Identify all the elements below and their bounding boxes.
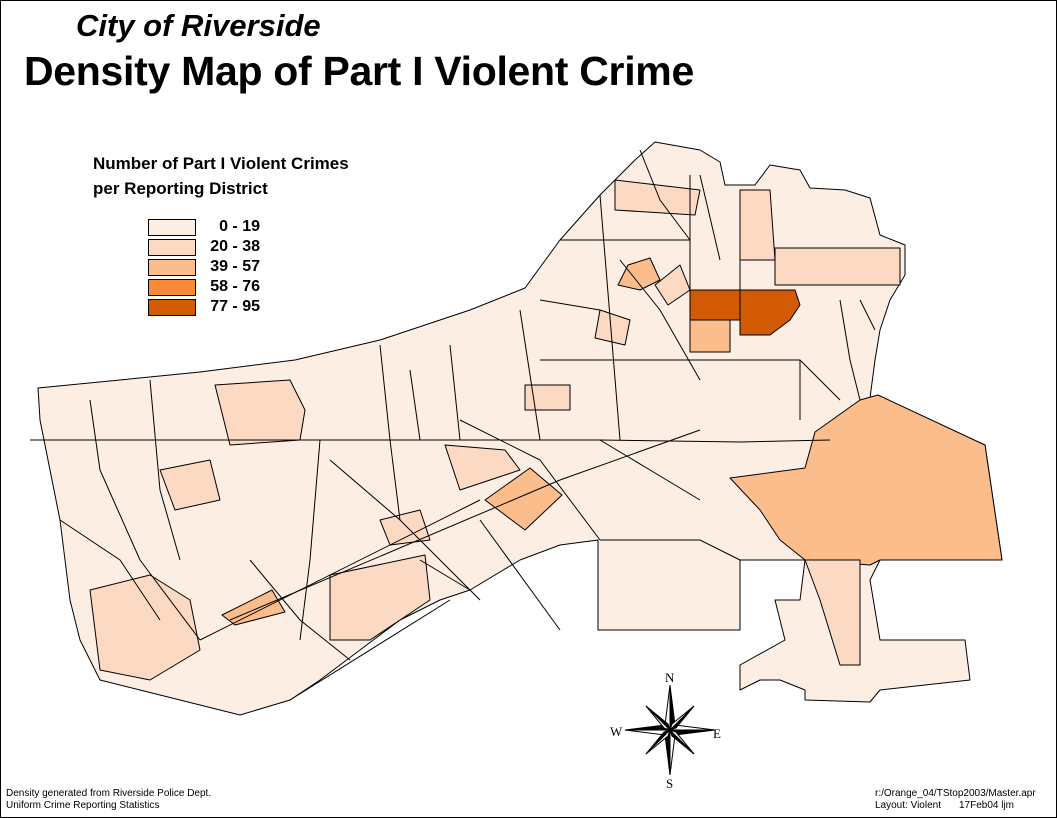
footer-file-info: r:/Orange_04/TStop2003/Master.apr Layout… <box>875 788 1036 812</box>
legend-row: 20 - 38 <box>148 237 260 257</box>
district-class-2f <box>89 574 201 681</box>
legend: 0 - 19 20 - 38 39 - 57 58 - 76 77 - 95 <box>148 217 260 317</box>
legend-label: 39 - 57 <box>210 258 260 275</box>
legend-label: 77 - 95 <box>210 298 260 315</box>
district-class-3a <box>689 319 731 353</box>
legend-title-line1: Number of Part I Violent Crimes <box>93 154 349 173</box>
district-class-2k <box>524 384 571 411</box>
district-class-2c <box>774 247 901 286</box>
district-class-2a <box>804 559 861 666</box>
compass-east-label: E <box>713 726 721 741</box>
district-class-2g <box>329 554 431 641</box>
compass-west-label: W <box>610 724 623 739</box>
district-class-2i <box>594 309 631 346</box>
legend-row: 39 - 57 <box>148 257 260 277</box>
footer-source-line2: Uniform Crime Reporting Statistics <box>6 800 160 811</box>
footer-layout-line: Layout: Violent 17Feb04 ljm <box>875 800 1036 812</box>
compass-north-label: N <box>665 670 675 685</box>
legend-title: Number of Part I Violent Crimes per Repo… <box>93 151 349 201</box>
footer-file-path: r:/Orange_04/TStop2003/Master.apr <box>875 788 1036 799</box>
footer-source-line1: Density generated from Riverside Police … <box>6 788 212 799</box>
footer-layout: Layout: Violent <box>875 800 941 811</box>
district-class-3b <box>729 394 1003 566</box>
legend-title-line2: per Reporting District <box>93 179 268 198</box>
legend-swatch <box>148 258 196 276</box>
compass-south-label: S <box>666 776 673 791</box>
district-class-3e <box>617 257 661 291</box>
city-outline <box>37 141 1003 716</box>
map-subtitle: City of Riverside <box>76 8 321 43</box>
compass-rose-icon: N W E S <box>610 670 721 791</box>
district-class-3c <box>484 467 563 531</box>
legend-swatch <box>148 298 196 316</box>
district-class-2l <box>379 509 431 546</box>
district-class-2m <box>159 459 221 511</box>
footer-source: Density generated from Riverside Police … <box>6 788 211 812</box>
district-class-2h <box>444 444 521 491</box>
legend-row: 77 - 95 <box>148 297 260 317</box>
district-boundaries <box>30 149 876 701</box>
district-class-2b <box>739 189 776 261</box>
legend-swatch <box>148 218 196 236</box>
compass-star <box>624 684 716 776</box>
district-polygons <box>37 141 1003 716</box>
legend-swatch <box>148 278 196 296</box>
map-title: Density Map of Part I Violent Crime <box>24 48 694 94</box>
legend-row: 0 - 19 <box>148 217 260 237</box>
district-class-2d <box>614 179 701 216</box>
legend-swatch <box>148 238 196 256</box>
legend-label: 58 - 76 <box>210 278 260 295</box>
district-class-2e <box>214 379 306 446</box>
legend-row: 58 - 76 <box>148 277 260 297</box>
district-class-4b <box>739 289 801 336</box>
district-class-4a <box>689 289 741 321</box>
legend-label: 0 - 19 <box>219 218 260 235</box>
footer-date: 17Feb04 ljm <box>958 800 1015 811</box>
legend-label: 20 - 38 <box>210 238 260 255</box>
